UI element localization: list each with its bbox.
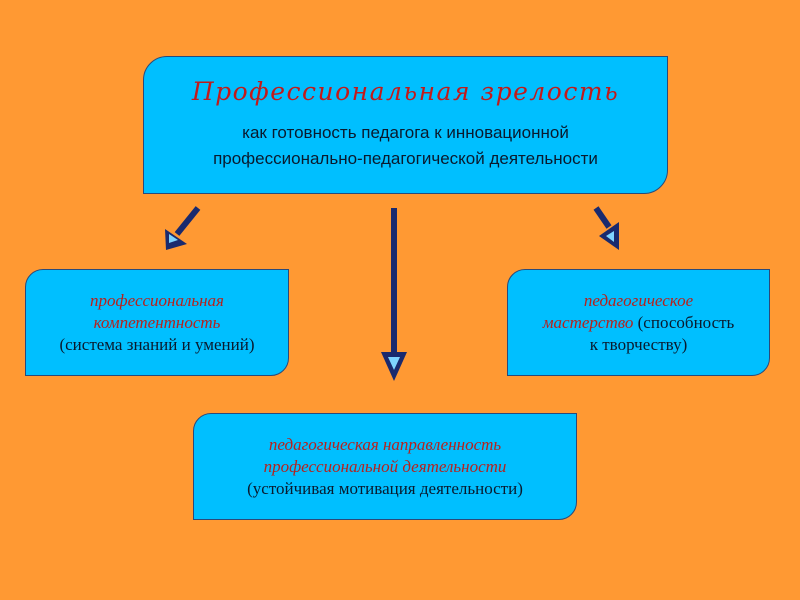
arrow-to-mastery [593, 206, 619, 250]
direction-line-3: (устойчивая мотивация деятельности) [247, 478, 523, 498]
maturity-subtitle-line-2: профессионально-педагогической деятельно… [213, 149, 598, 168]
mastery-line-1: педагогическое [583, 290, 694, 310]
mastery-line-2-italic: мастерство [542, 312, 634, 332]
mastery-text: педагогическое мастерство (способность к… [508, 290, 769, 356]
mastery-line-2: мастерство (способность [508, 312, 769, 334]
maturity-subtitle: как готовность педагога к инновационной … [144, 120, 667, 172]
arrow-to-direction [381, 208, 407, 381]
mastery-box: педагогическое мастерство (способность к… [507, 269, 770, 376]
maturity-box: Профессиональная зрелость как готовность… [143, 56, 668, 194]
competence-line-1: профессиональная [90, 290, 224, 310]
direction-line-1: педагогическая направленность [268, 434, 502, 454]
maturity-title: Профессиональная зрелость [191, 77, 620, 106]
arrow-to-competence [165, 206, 201, 250]
maturity-subtitle-line-1: как готовность педагога к инновационной [242, 123, 569, 142]
mastery-line-2-normal: (способность [633, 312, 735, 332]
competence-line-3: (система знаний и умений) [59, 334, 255, 354]
direction-text: педагогическая направленность профессион… [194, 434, 576, 500]
competence-line-2: компетентность [93, 312, 221, 332]
direction-line-2: профессиональной деятельности [263, 456, 507, 476]
competence-text: профессиональная компетентность (система… [26, 290, 288, 356]
competence-box: профессиональная компетентность (система… [25, 269, 289, 376]
direction-box: педагогическая направленность профессион… [193, 413, 577, 520]
mastery-line-3: к творчеству) [589, 334, 688, 354]
